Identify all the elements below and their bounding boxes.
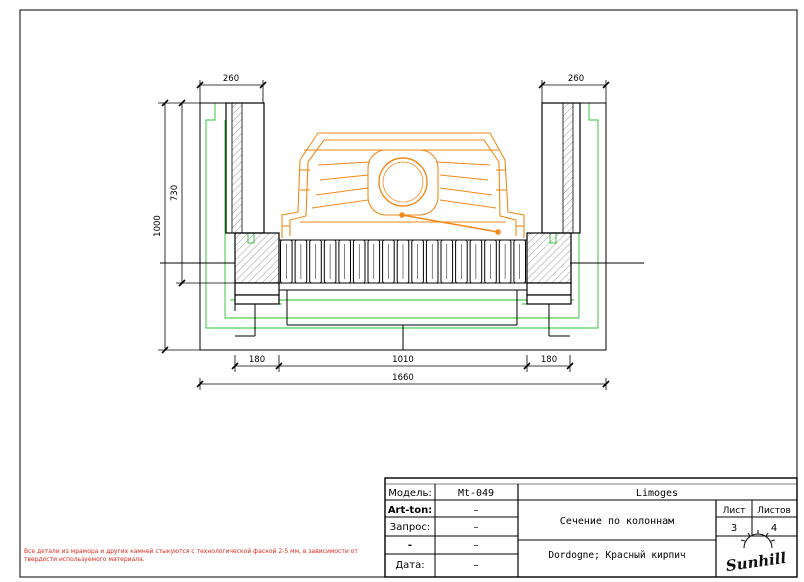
art-ton-label: Art-ton: — [388, 505, 432, 516]
dim-left-inner: 730 — [170, 185, 180, 201]
sun-icon — [740, 530, 776, 549]
dim-bottom-middle: 1010 — [392, 355, 414, 365]
date-value: – — [474, 560, 479, 571]
dim-bottom-right: 180 — [541, 355, 557, 365]
sheets-value: 4 — [771, 523, 777, 534]
blank-label: - — [408, 540, 412, 551]
dimension-ticks — [161, 81, 610, 388]
technical-note: Все детали из мрамора и других камней ст… — [24, 548, 358, 563]
dim-left-total: 1000 — [153, 215, 163, 237]
dimension-lines — [158, 80, 607, 390]
brick-row — [280, 239, 527, 284]
right-column — [526, 102, 581, 305]
sheet-value: 3 — [731, 523, 737, 534]
section-title: Сечение по колоннам — [560, 516, 674, 527]
section-drawing: 260 260 1000 730 180 1010 180 1660 — [153, 74, 644, 390]
request-value: – — [474, 522, 479, 533]
left-column — [225, 102, 280, 305]
sheets-label: Листов — [757, 506, 791, 516]
dim-top-right: 260 — [568, 74, 584, 84]
dim-bottom-total: 1660 — [392, 373, 414, 383]
sunhill-logo: Sunhill — [725, 530, 788, 575]
art-ton-value: – — [474, 505, 479, 516]
title-block — [384, 477, 798, 578]
model-label: Модель: — [388, 488, 431, 499]
blank-value: – — [474, 540, 479, 551]
material-text: Dordogne; Красный кирпич — [548, 550, 685, 561]
firebox-insert — [281, 132, 525, 238]
sheet-label: Лист — [723, 506, 746, 516]
dim-top-left: 260 — [223, 74, 239, 84]
logo-text: Sunhill — [725, 549, 788, 575]
dim-bottom-left: 180 — [249, 355, 265, 365]
model-value: Mt-049 — [458, 488, 494, 499]
request-label: Запрос: — [390, 522, 430, 533]
date-label: Дата: — [395, 560, 424, 571]
project-name: Limoges — [636, 488, 678, 499]
